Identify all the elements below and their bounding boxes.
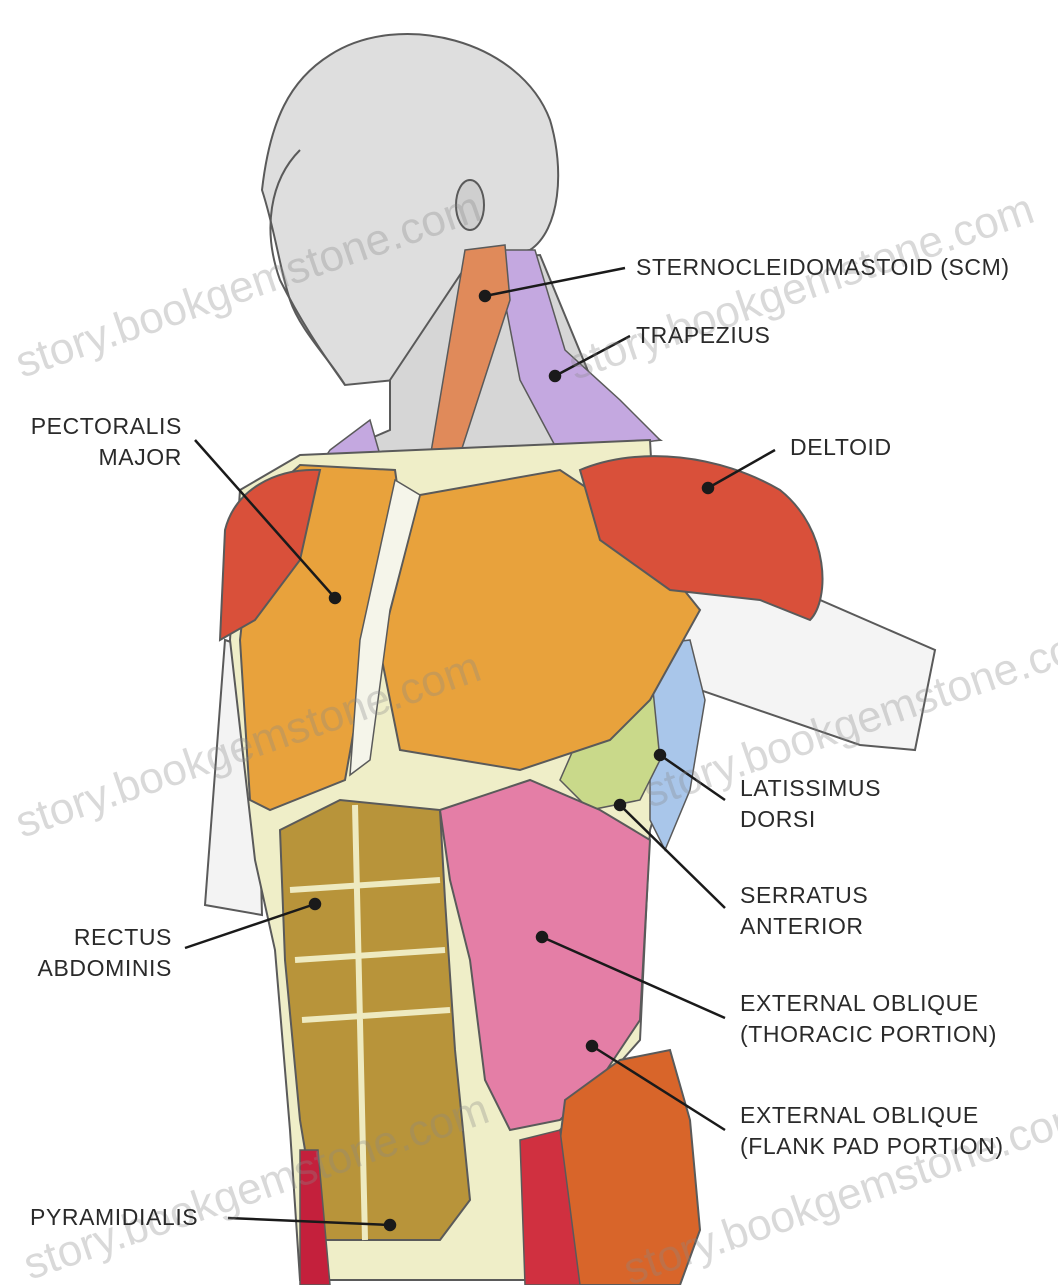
label-rectus: RECTUS ABDOMINIS — [0, 922, 172, 984]
label-latissimus: LATISSIMUS DORSI — [740, 773, 881, 835]
dot-pectoralis — [330, 593, 340, 603]
dot-scm — [480, 291, 490, 301]
label-rectus-line1: RECTUS — [0, 922, 172, 953]
label-latissimus-line1: LATISSIMUS — [740, 773, 881, 804]
dot-deltoid — [703, 483, 713, 493]
dot-rectus — [310, 899, 320, 909]
label-oblique-flank-line1: EXTERNAL OBLIQUE — [740, 1100, 1004, 1131]
label-pectoralis-line2: MAJOR — [10, 442, 182, 473]
label-deltoid: DELTOID — [790, 432, 892, 463]
label-oblique-thoracic-line2: (THORACIC PORTION) — [740, 1019, 997, 1050]
dot-trapezius — [550, 371, 560, 381]
label-oblique-flank-line2: (FLANK PAD PORTION) — [740, 1131, 1004, 1162]
label-trapezius-text: TRAPEZIUS — [636, 320, 770, 351]
label-scm: STERNOCLEIDOMASTOID (SCM) — [636, 252, 1010, 283]
dot-oblique-flank — [587, 1041, 597, 1051]
label-trapezius: TRAPEZIUS — [636, 320, 770, 351]
dot-pyramidalis — [385, 1220, 395, 1230]
label-pectoralis: PECTORALIS MAJOR — [10, 411, 182, 473]
label-pyramidalis: PYRAMIDIALIS — [30, 1202, 198, 1233]
label-deltoid-text: DELTOID — [790, 432, 892, 463]
label-latissimus-line2: DORSI — [740, 804, 881, 835]
label-serratus-line2: ANTERIOR — [740, 911, 868, 942]
label-scm-text: STERNOCLEIDOMASTOID (SCM) — [636, 252, 1010, 283]
dot-latissimus — [655, 750, 665, 760]
dot-oblique-thoracic — [537, 932, 547, 942]
label-rectus-line2: ABDOMINIS — [0, 953, 172, 984]
label-serratus: SERRATUS ANTERIOR — [740, 880, 868, 942]
label-oblique-thoracic-line1: EXTERNAL OBLIQUE — [740, 988, 997, 1019]
label-serratus-line1: SERRATUS — [740, 880, 868, 911]
watermark-2: story.bookgemstone.com — [562, 184, 1040, 389]
label-oblique-flank: EXTERNAL OBLIQUE (FLANK PAD PORTION) — [740, 1100, 1004, 1162]
dot-serratus — [615, 800, 625, 810]
label-oblique-thoracic: EXTERNAL OBLIQUE (THORACIC PORTION) — [740, 988, 997, 1050]
label-pyramidalis-text: PYRAMIDIALIS — [30, 1202, 198, 1233]
label-pectoralis-line1: PECTORALIS — [10, 411, 182, 442]
